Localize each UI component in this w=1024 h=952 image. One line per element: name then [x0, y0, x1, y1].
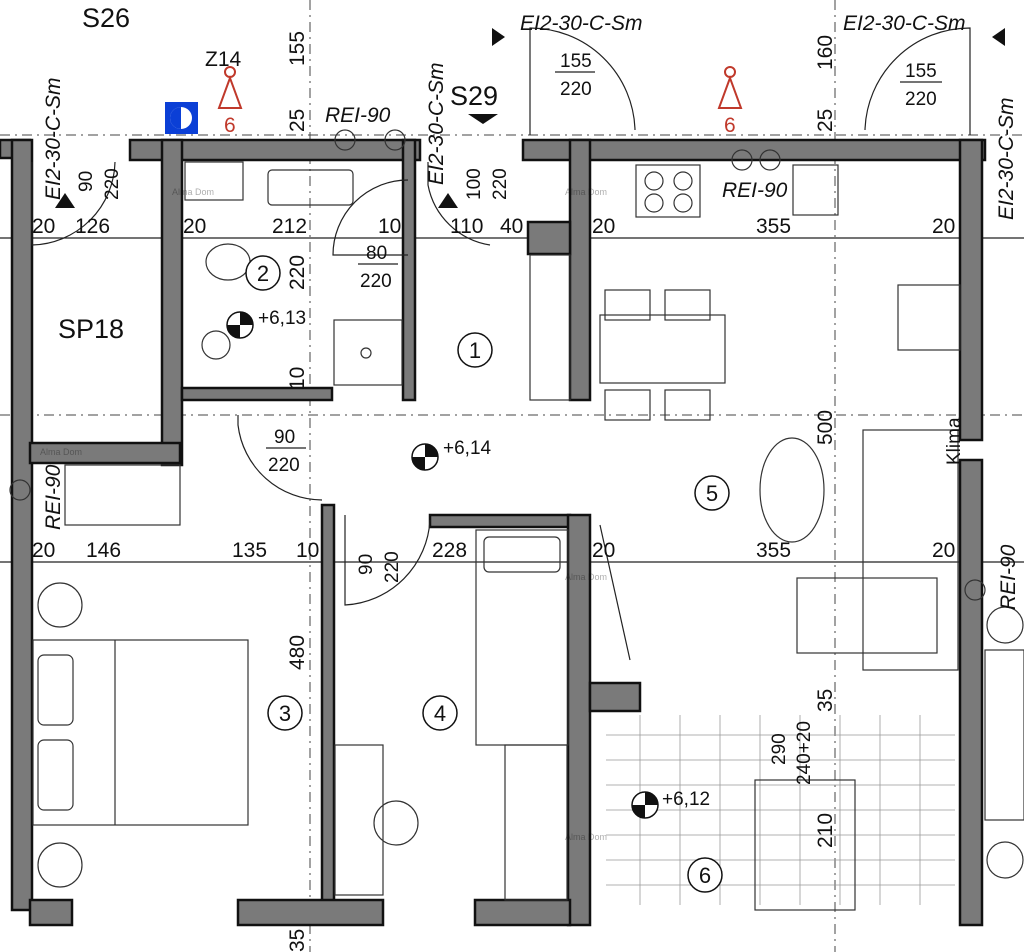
door-top-right-width: 155 [905, 61, 937, 82]
room-number-5: 5 [706, 481, 718, 506]
fire-code-right: EI2-30-C-Sm [995, 97, 1018, 220]
dim-row2-2: 135 [232, 539, 267, 562]
fire-code-mid: EI2-30-C-Sm [425, 62, 448, 185]
dim-v480: 480 [286, 635, 309, 670]
dim-row2-7: 20 [932, 539, 955, 562]
room-number-6: 6 [699, 863, 711, 888]
door-sizes: 80 220 90 220 90 220 90 220 100 220 155 … [76, 51, 942, 785]
dim-row1-7: 20 [592, 215, 615, 238]
fire-code-top-right: EI2-30-C-Sm [843, 12, 966, 35]
dim-row1-5: 110 [450, 215, 483, 238]
rei-label-top: REI-90 [325, 104, 391, 127]
dim-row1-4: 10 [378, 215, 401, 238]
dim-v160: 160 [814, 35, 837, 70]
fire-code-left: EI2-30-C-Sm [42, 77, 65, 200]
rei-label-right: REI-90 [997, 544, 1020, 610]
terrace-tiles [606, 715, 955, 905]
watermarks: Alma Dom Alma Dom Alma Dom Alma Dom Alma… [40, 187, 607, 842]
room-numbers: 1 2 3 4 5 6 [245, 255, 730, 893]
room-number-1: 1 [469, 338, 481, 363]
label-s29: S29 [450, 81, 498, 111]
label-s26: S26 [82, 3, 130, 33]
dim-row1-8: 355 [756, 215, 791, 238]
door-entry-left-width: 90 [76, 171, 97, 192]
dim-v25b: 25 [814, 109, 837, 132]
fixtures [32, 161, 1024, 911]
dim-row1-3: 212 [272, 215, 307, 238]
dim-v35a: 35 [814, 689, 837, 712]
level-terrace: +6,12 [662, 789, 710, 810]
dim-row1-9: 20 [932, 215, 955, 238]
dim-v35b: 35 [286, 929, 309, 952]
hydrant-count-right: 6 [724, 114, 736, 137]
rei-label-left: REI-90 [42, 464, 65, 530]
level-hall: +6,14 [443, 438, 492, 459]
label-z14: Z14 [205, 48, 242, 71]
dim-v500: 500 [814, 410, 837, 445]
door-swings [31, 27, 971, 661]
plan-labels: S26 S29 Z14 SP18 Klima EI2-30-C-Sm EI2-3… [9, 3, 1020, 610]
door-bath-width: 80 [366, 243, 387, 264]
door-top-mid-width: 155 [560, 51, 592, 72]
walls [0, 138, 987, 927]
dim-row2-5: 20 [592, 539, 615, 562]
dim-v210: 210 [814, 813, 837, 848]
door-room3-height: 220 [268, 455, 300, 476]
door-room4-height: 220 [382, 551, 403, 583]
dim-v10: 10 [286, 367, 309, 390]
dim-row1-1: 126 [75, 215, 110, 238]
level-bathroom: +6,13 [258, 308, 306, 329]
dim-row2-4: 228 [432, 539, 467, 562]
door-terrace-height: 240+20 [794, 721, 815, 785]
dim-v155: 155 [286, 31, 309, 66]
door-top-mid-height: 220 [560, 79, 592, 100]
door-entry-mid-width: 100 [464, 168, 485, 200]
dim-row1-2: 20 [183, 215, 206, 238]
label-sp18: SP18 [58, 314, 124, 344]
door-entry-mid-height: 220 [490, 168, 511, 200]
watermark-1: Alma Dom [172, 187, 214, 197]
door-terrace-width: 290 [769, 733, 790, 765]
dim-row2-0: 20 [32, 539, 55, 562]
room-number-2: 2 [257, 261, 269, 286]
dim-row2-3: 10 [296, 539, 319, 562]
dim-v220: 220 [286, 255, 309, 290]
watermark-3: Alma Dom [565, 187, 607, 197]
rei-label-kitchen: REI-90 [722, 179, 788, 202]
room-number-4: 4 [434, 701, 446, 726]
door-entry-left-height: 220 [102, 168, 123, 200]
watermark-2: Alma Dom [40, 447, 82, 457]
dim-row2-1: 146 [86, 539, 121, 562]
dim-row1-0: 20 [32, 215, 55, 238]
dimensions: 20 126 20 212 10 110 40 20 355 20 20 146… [32, 31, 955, 952]
hydrant-count-left: 6 [224, 114, 236, 137]
fire-code-top-mid: EI2-30-C-Sm [520, 12, 643, 35]
dim-v25a: 25 [286, 109, 309, 132]
watermark-4: Alma Dom [565, 572, 607, 582]
dim-row2-6: 355 [756, 539, 791, 562]
door-top-right-height: 220 [905, 89, 937, 110]
door-room3-width: 90 [274, 427, 295, 448]
door-bath-height: 220 [360, 271, 392, 292]
label-klima: Klima [944, 417, 965, 465]
level-markers: +6,13 +6,14 +6,12 [226, 308, 710, 819]
dim-row1-6: 40 [500, 215, 523, 238]
watermark-5: Alma Dom [565, 832, 607, 842]
room-number-3: 3 [279, 701, 291, 726]
door-room4-width: 90 [356, 554, 377, 575]
